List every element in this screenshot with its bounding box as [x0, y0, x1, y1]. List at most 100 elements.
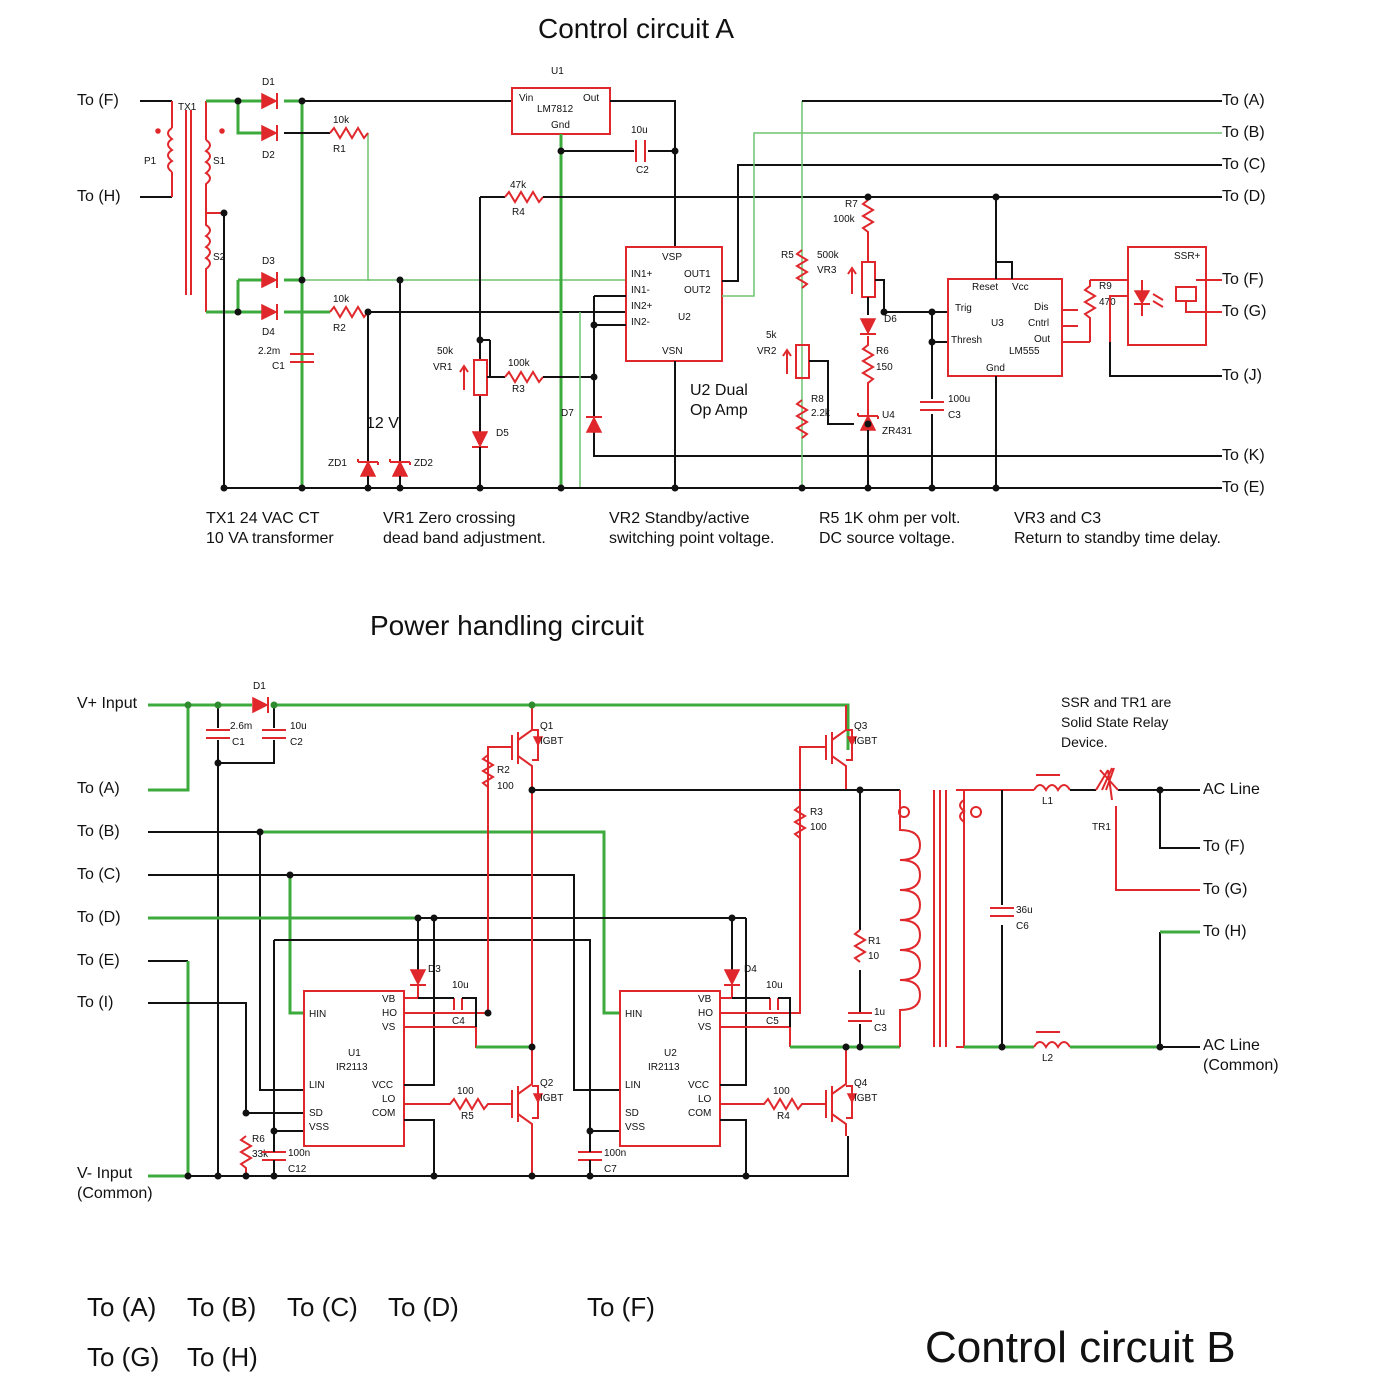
bottom-port-b: To (B) [187, 1292, 256, 1322]
b-tr1-label: TR1 [1092, 822, 1111, 833]
b-u1-lo: LO [382, 1094, 396, 1105]
b-u1-part: IR2113 [336, 1062, 368, 1073]
igbt-q2: Q2 IGBT [511, 1077, 563, 1176]
port-b-b: To (B) [77, 823, 120, 840]
d3-label: D3 [262, 256, 275, 267]
vr3-value: 500k [817, 250, 840, 261]
u3-label: U3 [991, 318, 1004, 329]
b-r1-value: 10 [868, 951, 880, 962]
port-b-common: (Common) [77, 1185, 153, 1202]
r3-value: 100k [508, 358, 531, 369]
transformer-tx1: TX1 P1 S1 S2 [144, 101, 226, 312]
b-d4-label: D4 [744, 964, 757, 975]
igbt-q3: Q3 IGBT [799, 705, 877, 838]
b-u1-ho: HO [382, 1008, 397, 1019]
bottom-port-h: To (H) [187, 1342, 258, 1372]
zd1-label: ZD1 [328, 458, 347, 469]
u2-in2m: IN2- [631, 317, 650, 328]
b-c4-value: 10u [452, 980, 469, 991]
b-q2-type: IGBT [540, 1093, 563, 1104]
s1-label: S1 [213, 156, 226, 167]
b-c12-label: C12 [288, 1164, 307, 1175]
b-u2-vcc: VCC [688, 1080, 709, 1091]
port-a-right-f: To (F) [1222, 271, 1264, 288]
b-u2-com: COM [688, 1108, 711, 1119]
port-a-right-k: To (K) [1222, 447, 1265, 464]
u1-part: LM7812 [537, 104, 574, 115]
ssr-note-line2: Solid State Relay [1061, 714, 1168, 730]
b-r5-label: R5 [461, 1111, 474, 1122]
r1-value: 10k [333, 115, 350, 126]
u2-vsn: VSN [662, 346, 683, 357]
b-r4-value: 100 [773, 1086, 790, 1097]
note-vr3-line1: VR3 and C3 [1014, 510, 1101, 527]
port-b-ac-line: AC Line [1203, 781, 1260, 798]
b-q2-label: Q2 [540, 1078, 554, 1089]
note-vr1-line1: VR1 Zero crossing [383, 510, 516, 527]
r4-value: 47k [510, 180, 527, 191]
u4-label: U4 [882, 410, 895, 421]
igbt-q4: Q4 IGBT [825, 1047, 877, 1136]
b-l2-label: L2 [1042, 1053, 1054, 1064]
vr3-label: VR3 [817, 265, 837, 276]
u3-timer-555 [947, 278, 1063, 377]
u2-label: U2 [678, 312, 691, 323]
b-c2-value: 10u [290, 721, 307, 732]
title-power-handling-circuit: Power handling circuit [370, 610, 644, 641]
b-c3-value: 1u [874, 1007, 885, 1018]
b-c5-value: 10u [766, 980, 783, 991]
u3-out: Out [1034, 334, 1050, 345]
b-r3-value: 100 [810, 822, 827, 833]
c1-label: C1 [272, 361, 285, 372]
port-b-e: To (E) [77, 952, 120, 969]
b-u2-part: IR2113 [648, 1062, 680, 1073]
note-vr1-line2: dead band adjustment. [383, 530, 546, 547]
b-d3-label: D3 [428, 964, 441, 975]
b-u1-ir2113 [303, 990, 405, 1147]
b-q4-type: IGBT [854, 1093, 877, 1104]
ssr-note-line1: SSR and TR1 are [1061, 694, 1171, 710]
c3-label: C3 [948, 410, 961, 421]
u2-vsp: VSP [662, 252, 682, 263]
u2-in2p: IN2+ [631, 301, 653, 312]
port-a-right-b: To (B) [1222, 124, 1265, 141]
title-control-circuit-b: Control circuit B [925, 1323, 1236, 1372]
port-a-right-g: To (G) [1222, 303, 1266, 320]
b-d1-label: D1 [253, 681, 266, 692]
b-u2-ho: HO [698, 1008, 713, 1019]
note-vr2-line1: VR2 Standby/active [609, 510, 750, 527]
u1-out: Out [583, 93, 599, 104]
port-b-common-right: (Common) [1203, 1057, 1279, 1074]
note-vr2-line2: switching point voltage. [609, 530, 774, 547]
d6-label: D6 [884, 314, 897, 325]
bottom-port-d: To (D) [388, 1292, 459, 1322]
b-c6-label: C6 [1016, 921, 1029, 932]
b-r6-value: 33k [252, 1149, 269, 1160]
vr1-value: 50k [437, 346, 454, 357]
b-u1-vb: VB [382, 994, 396, 1005]
port-b-i: To (I) [77, 994, 113, 1011]
b-u1-sd: SD [309, 1108, 323, 1119]
ssr-relay-box [1127, 246, 1207, 346]
port-a-right-e: To (E) [1222, 479, 1265, 496]
u3-vcc: Vcc [1012, 282, 1029, 293]
r3-label: R3 [512, 384, 525, 395]
b-u2-lin: LIN [625, 1080, 641, 1091]
u1-label: U1 [551, 66, 564, 77]
d5-label: D5 [496, 428, 509, 439]
u2-desc-line1: U2 Dual [690, 382, 748, 399]
b-u2-vs: VS [698, 1022, 712, 1033]
b-c2-label: C2 [290, 737, 303, 748]
u2-out2: OUT2 [684, 285, 711, 296]
u2-out1: OUT1 [684, 269, 711, 280]
r8-value: 2.2k [811, 408, 831, 419]
c2-label: C2 [636, 165, 649, 176]
port-b-a: To (A) [77, 780, 120, 797]
b-u2-label: U2 [664, 1048, 677, 1059]
port-b-d: To (D) [77, 909, 121, 926]
ssr-note-line3: Device. [1061, 734, 1108, 750]
port-a-right-d: To (D) [1222, 188, 1266, 205]
u3-part: LM555 [1009, 346, 1040, 357]
note-tx1-line1: TX1 24 VAC CT [206, 510, 320, 527]
b-u1-vs: VS [382, 1022, 396, 1033]
